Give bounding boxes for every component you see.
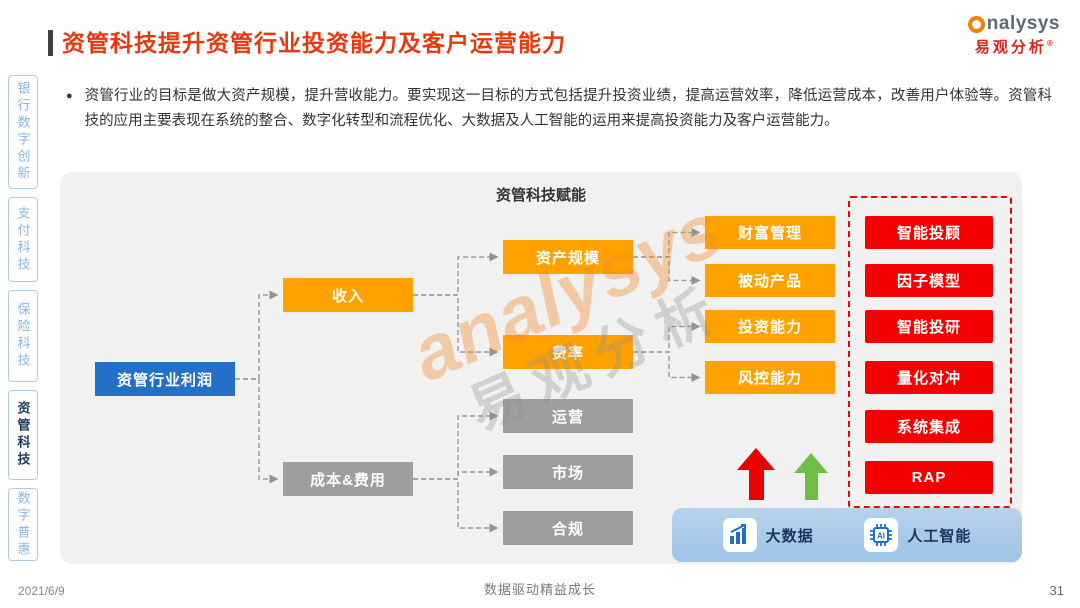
diagram-panel: 资管科技赋能 资管行业利润 收入 成本&费用 资产规模 费率 运营 市场 合规 … xyxy=(60,172,1022,564)
node-investment-ability: 投资能力 xyxy=(705,310,835,343)
diagram-title: 资管科技赋能 xyxy=(495,187,586,204)
node-rap: RAP xyxy=(865,461,993,494)
ai-chip-icon: AI xyxy=(864,518,899,552)
logo-registered-mark: ® xyxy=(1046,39,1053,48)
logo-a-swirl-icon xyxy=(967,15,985,33)
sidebar-tab-insurance-tech[interactable]: 保险科技 xyxy=(8,290,38,382)
legend-bar: 大数据 AI 人工智能 xyxy=(672,508,1022,562)
node-smart-advisory: 智能投顾 xyxy=(865,216,993,249)
node-quant-hedging: 量化对冲 xyxy=(865,361,993,394)
tech-highlight-frame xyxy=(848,196,1012,508)
footer-page-number: 31 xyxy=(1049,583,1064,598)
intro-paragraph: ● 资管行业的目标是做大资产规模，提升营收能力。要实现这一目标的方式包括提升投资… xyxy=(66,84,1052,134)
logo-brand-text: nalysys xyxy=(986,13,1060,34)
title-accent-bar xyxy=(48,30,53,56)
node-market: 市场 xyxy=(503,455,633,489)
green-up-arrow-icon xyxy=(794,453,828,500)
node-wealth-management: 财富管理 xyxy=(705,216,835,249)
legend-big-data: 大数据 xyxy=(722,518,814,552)
footer-date: 2021/6/9 xyxy=(18,584,65,598)
legend-ai-label: 人工智能 xyxy=(907,527,972,545)
red-up-arrow-icon xyxy=(737,448,775,500)
node-passive-products: 被动产品 xyxy=(705,264,835,297)
node-cost-expense: 成本&费用 xyxy=(283,462,413,496)
bullet-icon: ● xyxy=(66,90,73,102)
sidebar-tab-payment-tech[interactable]: 支付科技 xyxy=(8,197,38,282)
node-smart-research: 智能投研 xyxy=(865,310,993,343)
intro-text: 资管行业的目标是做大资产规模，提升营收能力。要实现这一目标的方式包括提升投资业绩… xyxy=(84,88,1052,129)
node-asset-scale: 资产规模 xyxy=(503,240,633,274)
node-system-integration: 系统集成 xyxy=(865,410,993,443)
legend-big-data-label: 大数据 xyxy=(765,527,814,545)
ai-badge-text: AI xyxy=(877,532,885,541)
analysys-logo: nalysys 易观分析® xyxy=(967,13,1060,57)
sidebar-tab-digital-inclusion[interactable]: 数字普惠 xyxy=(8,488,38,561)
node-risk-control: 风控能力 xyxy=(705,361,835,394)
node-fee-rate: 费率 xyxy=(503,335,633,369)
node-operation: 运营 xyxy=(503,399,633,433)
node-income: 收入 xyxy=(283,278,413,312)
page-title: 资管科技提升资管行业投资能力及客户运营能力 xyxy=(62,30,566,56)
sidebar-tab-asset-mgmt-tech[interactable]: 资管科技 xyxy=(8,390,38,480)
bar-chart-icon xyxy=(722,518,757,552)
footer-slogan: 数据驱动精益成长 xyxy=(483,582,596,597)
logo-cn-label: 易观分析 xyxy=(974,39,1047,56)
node-factor-model: 因子模型 xyxy=(865,264,993,297)
logo-cn-text: 易观分析® xyxy=(968,36,1060,57)
sidebar-tab-bank-digital-innovation[interactable]: 银行数字创新 xyxy=(8,75,38,189)
legend-ai: AI 人工智能 xyxy=(864,518,971,552)
node-compliance: 合规 xyxy=(503,511,633,545)
node-industry-profit: 资管行业利润 xyxy=(95,362,235,396)
